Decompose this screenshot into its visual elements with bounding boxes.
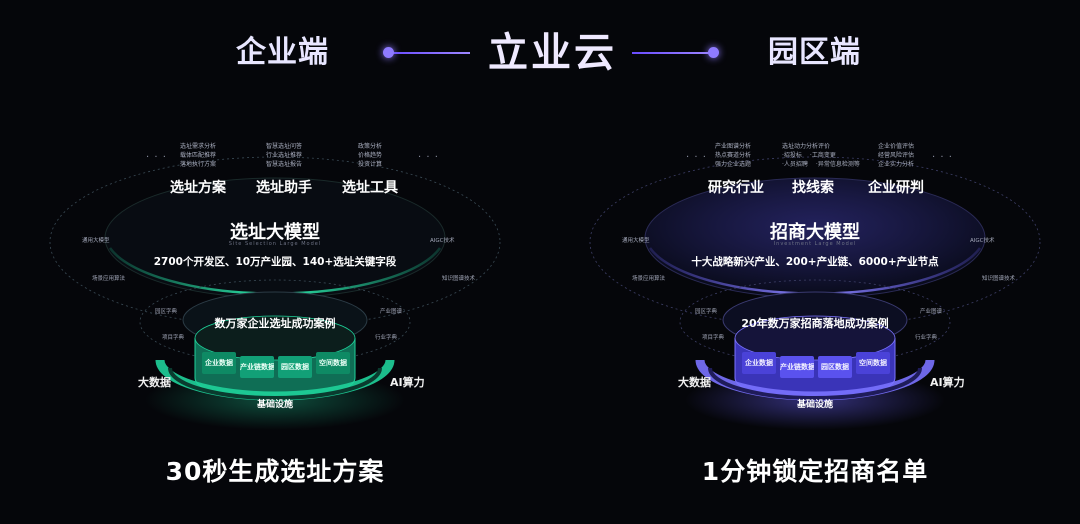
ring-label: AIGC技术 (970, 238, 995, 244)
success-cases: 20年数万家招商落地成功案例 (741, 317, 889, 330)
tool-2-items: 选址动力分析评价 ·招投标 ·工商变更 ·人员招聘 ·异常信息检测等 (782, 142, 860, 169)
data-card: 园区数据 (278, 356, 312, 378)
tool-company-assessment: 企业研判 (868, 180, 924, 196)
dots-right: · · · (932, 152, 953, 163)
model-title: 选址大模型 (230, 222, 320, 243)
header-right-title: 园区端 (768, 35, 861, 70)
model-description: 十大战略新兴产业、200+产业链、6000+产业节点 (691, 256, 939, 268)
header-left-title: 企业端 (236, 35, 329, 70)
tool-1-items: 产业图谱分析 热点赛道分析 强力企业选题 (715, 142, 751, 169)
tool-item: 载体匹配推荐 (180, 152, 217, 159)
tool-1-items: 选址需求分析 载体匹配推荐 落地执行方案 (180, 142, 216, 169)
ring-label: 行业字典 (375, 335, 398, 341)
ring-label: 产业图谱 (380, 309, 403, 315)
dots-left: · · · (146, 152, 167, 163)
data-card: 空间数据 (856, 352, 890, 374)
ring-label: 项目字典 (162, 335, 185, 341)
ai-compute-label: AI算力 (930, 376, 965, 389)
tool-3-items: 企业价值评估 经营风险评估 企业实力分析 (878, 142, 914, 169)
tool-item: 行业选址推荐 (266, 152, 303, 159)
success-cases: 数万家企业选址成功案例 (214, 317, 336, 330)
model-description: 2700个开发区、10万产业园、140+选址关键字段 (153, 256, 397, 268)
tool-item: ·招投标 (782, 152, 802, 159)
tool-item-row: ·招投标 ·工商变更 (782, 151, 860, 160)
header-right-dot (708, 47, 719, 58)
tool-item-row: ·人员招聘 ·异常信息检测等 (782, 160, 860, 169)
tool-item: 投资计算 (358, 161, 383, 168)
tool-item: 企业实力分析 (878, 161, 915, 168)
tool-2-items: 智慧选址问答 行业选址推荐 智慧选址报告 (266, 142, 302, 169)
header-left-dot (383, 47, 394, 58)
tool-item: ·人员招聘 (782, 161, 808, 168)
dots-left: · · · (686, 152, 707, 163)
data-card: 园区数据 (818, 356, 852, 378)
ring-label: 行业字典 (915, 335, 938, 341)
tool-item: 选址需求分析 (180, 143, 217, 150)
big-data-label: 大数据 (138, 376, 171, 389)
tool-item: 价格趋势 (358, 152, 383, 159)
tool-research-industry: 研究行业 (708, 180, 764, 196)
ring-label: 园区字典 (695, 309, 718, 315)
ring-label: 知识图谱技术 (442, 276, 476, 282)
ring-label: 产业图谱 (920, 309, 943, 315)
ring-label: 园区字典 (155, 309, 178, 315)
model-subtitle: Investment Large Model (773, 241, 857, 247)
data-card: 企业数据 (742, 352, 776, 374)
ring-label: 场景应用算法 (632, 276, 666, 282)
ring-label: 知识图谱技术 (982, 276, 1016, 282)
data-card: 企业数据 (202, 352, 236, 374)
data-card: 产业链数据 (240, 356, 274, 378)
ring-label: 项目字典 (702, 335, 725, 341)
ring-label: 通用大模型 (622, 238, 650, 244)
tool-item: 强力企业选题 (715, 161, 752, 168)
enterprise-diagram-graphic (49, 156, 501, 430)
tool-item: 落地执行方案 (180, 161, 217, 168)
tool-item: 热点赛道分析 (715, 152, 752, 159)
model-title: 招商大模型 (770, 222, 860, 243)
tool-find-leads: 找线索 (792, 180, 834, 196)
header-right-line (632, 52, 712, 54)
data-card: 空间数据 (316, 352, 350, 374)
tool-item: 选址动力分析评价 (782, 143, 831, 150)
model-subtitle: Site Selection Large Model (228, 241, 322, 247)
tool-item: 企业价值评估 (878, 143, 915, 150)
enterprise-panel: 选址需求分析 载体匹配推荐 落地执行方案 智慧选址问答 行业选址推荐 智慧选址报… (20, 130, 540, 430)
tool-3-items: 政策分析 价格趋势 投资计算 (358, 142, 382, 169)
ring-label: 场景应用算法 (92, 276, 126, 282)
tool-site-tools: 选址工具 (342, 180, 398, 196)
park-slogan: 1分钟锁定招商名单 (701, 457, 929, 486)
ring-label: AIGC技术 (430, 238, 455, 244)
tool-item: 政策分析 (358, 143, 383, 150)
tool-item: 产业图谱分析 (715, 143, 752, 150)
tool-item: 智慧选址问答 (266, 143, 303, 150)
header-main-title: 立业云 (488, 30, 617, 76)
tool-item: 经营风险评估 (878, 152, 915, 159)
ring-label: 通用大模型 (82, 238, 110, 244)
header-left-line (390, 52, 470, 54)
park-panel: 产业图谱分析 热点赛道分析 强力企业选题 选址动力分析评价 ·招投标 ·工商变更… (560, 130, 1080, 430)
ai-compute-label: AI算力 (390, 376, 425, 389)
data-card: 产业链数据 (780, 356, 814, 378)
infrastructure-label: 基础设施 (796, 400, 834, 410)
tool-site-plan: 选址方案 (170, 180, 226, 196)
tool-site-assistant: 选址助手 (256, 180, 312, 196)
dots-right: · · · (418, 152, 439, 163)
enterprise-slogan: 30秒生成选址方案 (165, 457, 385, 486)
infrastructure-label: 基础设施 (256, 400, 294, 410)
big-data-label: 大数据 (678, 376, 711, 389)
tool-item: 智慧选址报告 (266, 161, 303, 168)
tool-item: ·工商变更 (809, 152, 836, 159)
tool-item: ·异常信息检测等 (815, 161, 860, 168)
